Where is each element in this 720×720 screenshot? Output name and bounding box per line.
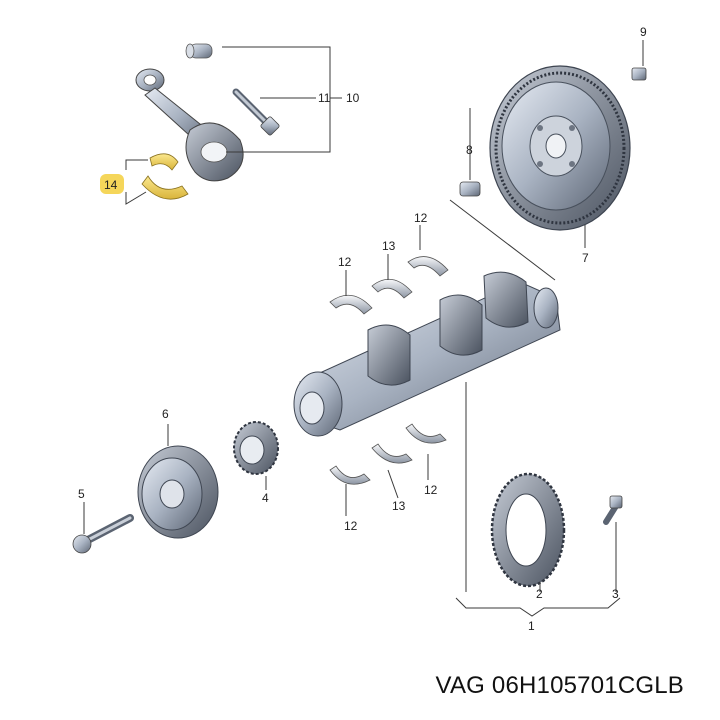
callout-13-top: 13	[382, 239, 396, 253]
callout-10: 10	[346, 91, 360, 105]
callout-12-bottom-left: 12	[344, 519, 358, 533]
callout-3: 3	[612, 587, 619, 601]
crank-gear-icon	[233, 421, 279, 475]
trigger-wheel-bolt-icon	[603, 495, 623, 525]
callout-14-highlight	[100, 174, 124, 194]
callout-4: 4	[262, 491, 269, 505]
leader-lines	[83, 40, 644, 617]
callout-14: 14	[104, 178, 118, 192]
callout-11: 11	[318, 91, 331, 105]
pulley-bolt-icon	[72, 514, 134, 554]
callout-8: 8	[466, 143, 473, 157]
callout-6: 6	[162, 407, 169, 421]
connecting-rod-icon	[135, 68, 244, 182]
rod-bearing-shells-icon	[141, 153, 189, 200]
flywheel-bolt-icon	[631, 67, 647, 81]
crankshaft-icon	[293, 271, 561, 437]
callout-1: 1	[528, 619, 535, 633]
callout-7: 7	[582, 251, 589, 265]
callout-2: 2	[536, 587, 543, 601]
callout-5: 5	[78, 487, 85, 501]
callout-13-bottom: 13	[392, 499, 406, 513]
callout-12-bottom-right: 12	[424, 483, 438, 497]
pulley-icon	[137, 445, 219, 539]
connecting-rod-group	[125, 43, 342, 205]
trigger-wheel-icon	[490, 472, 566, 588]
dowel-pin-icon	[459, 181, 481, 197]
rod-bolt-icon	[232, 88, 280, 136]
part-number-label: VAG 06H105701CGLB	[435, 672, 684, 699]
main-bearing-shells	[329, 256, 449, 485]
callout-12-top-right: 12	[414, 211, 428, 225]
bushing-icon	[185, 43, 213, 59]
callout-12-top-left: 12	[338, 255, 352, 269]
callout-9: 9	[640, 25, 647, 39]
callout-labels: 9 8 7 11 10 14 12 12 13 6 4 5 12 13 12 2…	[78, 25, 647, 633]
flywheel-icon	[489, 65, 631, 231]
